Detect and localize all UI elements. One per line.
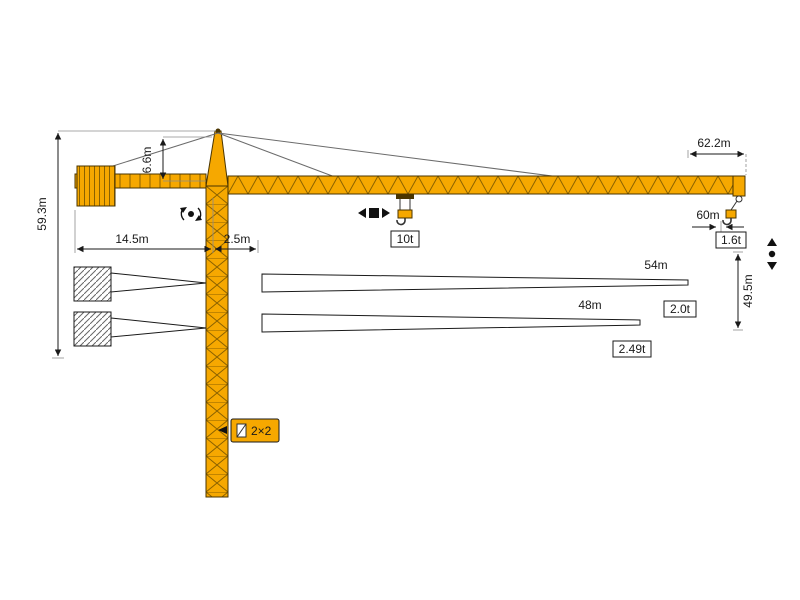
hoist-ropes bbox=[399, 199, 411, 210]
max-load-box bbox=[390, 230, 420, 248]
dim-label-apex-height: 6.6m bbox=[140, 147, 154, 174]
dim-tower-height: 59.3m bbox=[35, 130, 216, 359]
dim-tip-radius-60: 60m bbox=[692, 208, 744, 233]
main-jib bbox=[227, 175, 746, 197]
tower-apex bbox=[205, 130, 229, 187]
counter-ballast-option-2 bbox=[73, 311, 207, 347]
hook-block bbox=[397, 209, 413, 219]
ballast-block bbox=[73, 266, 112, 302]
jib-length-label-54m: 54m bbox=[644, 258, 667, 272]
tip-hook-icon bbox=[722, 218, 732, 226]
reeving-callout: 2×2 bbox=[218, 418, 280, 443]
apex-pulley-icon bbox=[215, 128, 221, 134]
dim-label-slew-clearance: 2.5m bbox=[224, 232, 251, 246]
trolley bbox=[396, 194, 414, 199]
dim-label-tip-radius-60: 60m bbox=[696, 208, 719, 222]
reeving-label: 2×2 bbox=[251, 424, 272, 438]
left-arrow-icon bbox=[218, 426, 227, 434]
tip-load-label-54m: 2.0t bbox=[670, 302, 691, 316]
counterweight-plates bbox=[76, 165, 116, 207]
tip-load-box bbox=[715, 231, 747, 249]
slewing-icon bbox=[180, 207, 202, 221]
counter-jib-outline bbox=[110, 272, 207, 293]
counter-ballast-option-1 bbox=[73, 266, 207, 302]
jib-option-54m: 54m 2.0t bbox=[261, 258, 697, 318]
tip-load-label-48m: 2.49t bbox=[619, 342, 646, 356]
tip-load-badge-48m bbox=[612, 340, 652, 358]
dim-max-radius: 62.2m bbox=[687, 136, 747, 175]
dim-apex-height: 6.6m bbox=[140, 136, 212, 182]
dim-label-max-radius: 62.2m bbox=[697, 136, 730, 150]
jib-lattice bbox=[227, 175, 734, 195]
tip-pulley-icon bbox=[735, 195, 743, 203]
jib-outline-48m bbox=[261, 313, 641, 333]
reeving-icon-rope bbox=[236, 423, 247, 438]
hook-icon bbox=[396, 218, 406, 226]
jib-length-label-48m: 48m bbox=[578, 298, 601, 312]
tip-load-badge-62m: 1.6t bbox=[715, 231, 747, 249]
dim-label-tower-height: 59.3m bbox=[35, 197, 49, 230]
jib-tip-section bbox=[732, 175, 746, 197]
max-load-label: 10t bbox=[397, 232, 414, 246]
counter-jib bbox=[74, 165, 207, 207]
dim-slew-clearance: 2.5m bbox=[215, 232, 259, 253]
dim-label-counter-jib-radius: 14.5m bbox=[115, 232, 148, 246]
tip-load-label: 1.6t bbox=[721, 233, 742, 247]
trolley-hook-assembly bbox=[396, 194, 414, 226]
dim-label-hook-height: 49.5m bbox=[741, 274, 755, 307]
hoist-direction-icon bbox=[767, 238, 777, 270]
tip-hook-assembly bbox=[722, 195, 743, 226]
jib-outline-54m bbox=[261, 273, 689, 293]
tower-mast bbox=[96, 128, 561, 498]
tip-load-badge-54m bbox=[663, 300, 697, 318]
trolley-travel-icon bbox=[358, 208, 390, 218]
dim-hook-height: 49.5m bbox=[733, 251, 755, 331]
jib-option-48m: 48m 2.49t bbox=[261, 298, 652, 358]
ballast-block bbox=[73, 311, 112, 347]
counter-jib-outline bbox=[110, 317, 207, 338]
tip-hook-block bbox=[725, 209, 737, 219]
tip-rope bbox=[730, 200, 738, 211]
dim-counter-jib-radius: 14.5m bbox=[74, 198, 214, 253]
pendant-lines bbox=[96, 132, 561, 178]
max-load-badge: 10t bbox=[390, 230, 420, 248]
